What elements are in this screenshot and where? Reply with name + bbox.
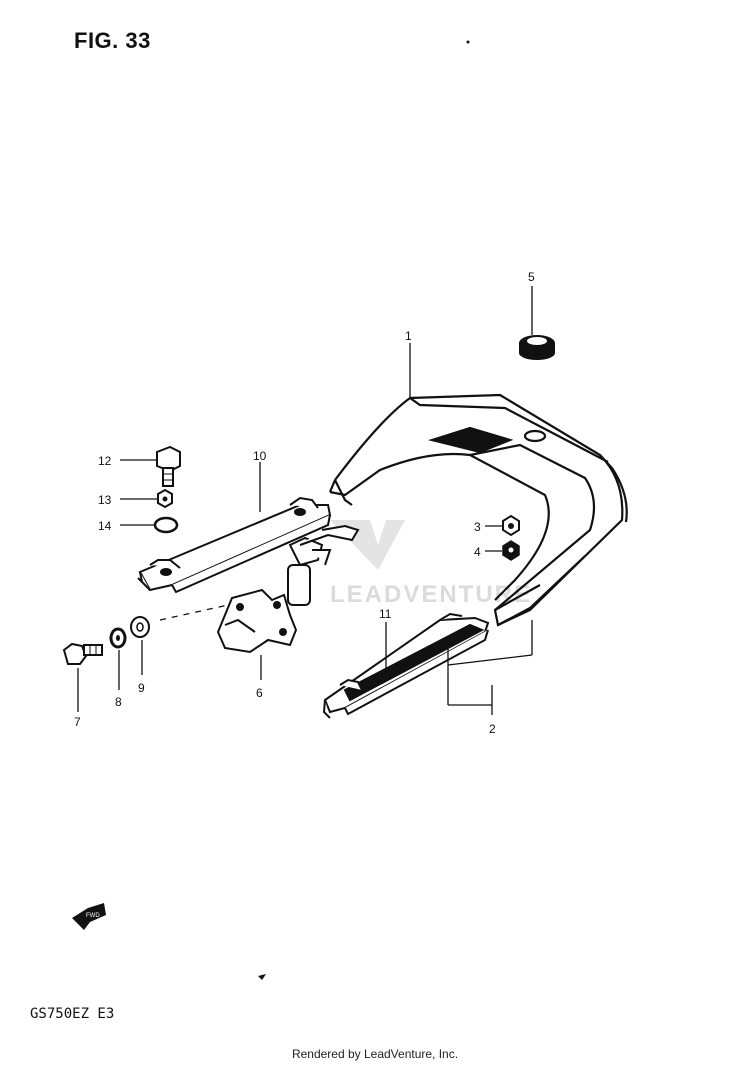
- callout-3: 3: [474, 520, 481, 534]
- model-code: GS750EZ E3: [30, 1006, 115, 1022]
- callout-12: 12: [98, 454, 112, 468]
- grab-rail: [328, 393, 628, 627]
- figure-title: FIG. 33: [74, 28, 151, 53]
- callout-6: 6: [256, 686, 263, 700]
- callout-14: 14: [98, 519, 112, 533]
- callout-10: 10: [253, 449, 267, 463]
- lock-bracket-part-6: [216, 524, 360, 654]
- flat-washer-part-9: [130, 616, 150, 638]
- callout-7: 7: [74, 715, 81, 729]
- bolt-part-12: [156, 445, 181, 487]
- grommet-part-5: [519, 335, 555, 360]
- callout-9: 9: [138, 681, 145, 695]
- nut-part-13: [157, 488, 173, 509]
- lock-washer-part-8: [109, 627, 127, 649]
- callout-4: 4: [474, 545, 481, 559]
- bracket-part-10: [137, 496, 332, 594]
- nut-part-4: [502, 540, 520, 561]
- callout-1: 1: [405, 329, 412, 343]
- forward-arrow-icon: FWD: [72, 903, 106, 930]
- bracket-part-11: [322, 612, 490, 719]
- callouts: 1 2 3 4 5 6 7 8 9 10 11 12 13 14: [74, 270, 535, 736]
- forward-arrow-label: FWD: [86, 913, 100, 919]
- leader-lines: [77, 286, 533, 715]
- watermark-text: LEADVENTURE: [330, 581, 532, 608]
- callout-5: 5: [528, 270, 535, 284]
- callout-13: 13: [98, 493, 112, 507]
- callout-8: 8: [115, 695, 122, 709]
- speck: [466, 40, 470, 44]
- bolt-part-7: [62, 642, 103, 665]
- footer-credit: Rendered by LeadVenture, Inc.: [291, 1047, 459, 1061]
- nut-part-3: [502, 514, 520, 537]
- speck: [258, 974, 266, 980]
- callout-11: 11: [379, 607, 392, 621]
- callout-2: 2: [489, 722, 496, 736]
- washer-part-14: [153, 516, 179, 534]
